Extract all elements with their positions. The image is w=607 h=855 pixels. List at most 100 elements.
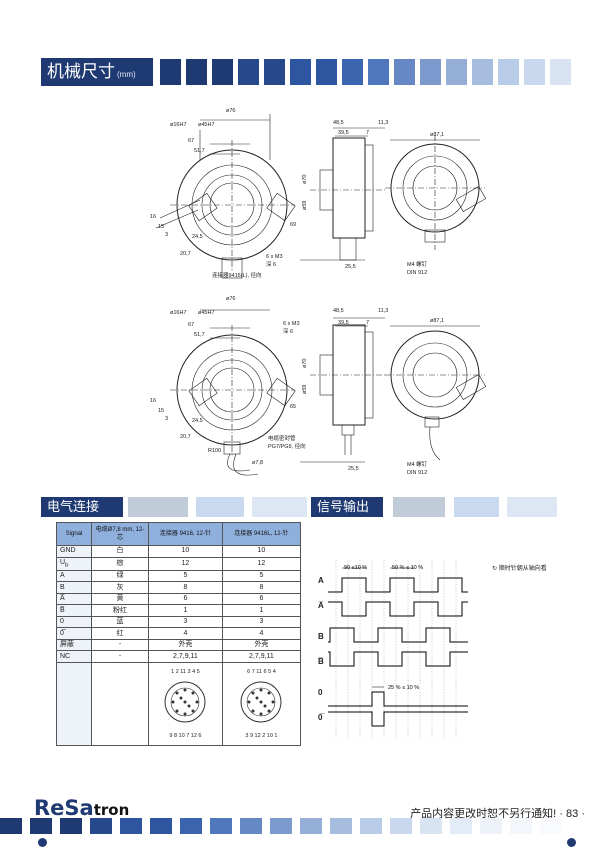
header-square [342, 59, 363, 85]
r100-label: R100 [208, 448, 221, 454]
table-cell: 6 [221, 592, 302, 606]
dim2-67: 67 [188, 322, 194, 328]
header-square [420, 59, 441, 85]
table-cell: 6 [148, 592, 223, 606]
section-bar [252, 497, 307, 517]
table-cell: 8 [221, 581, 302, 594]
depth2-label: 深 6 [283, 327, 293, 335]
table-cell: 黄 [91, 592, 149, 606]
mechanical-drawing-1: ø76 ø16H7 ø45H7 67 51,7 16 15 3 24,5 20,… [150, 108, 487, 279]
table-cell: - [91, 650, 149, 663]
dim-871: ø87,1 [430, 132, 444, 138]
header-square [446, 59, 467, 85]
dim2-70: ø70 [302, 359, 308, 368]
connector-9416L-pinout: 6 7 11 6 5 4 3 9 12 2 10 1 [221, 661, 302, 746]
section-bar [393, 497, 445, 517]
table-cell: 蓝 [91, 615, 149, 629]
dim2-485: 48,5 [333, 308, 344, 314]
footer-square [240, 818, 262, 834]
table-cell: 1 [221, 604, 302, 617]
dim-3: 3 [165, 232, 168, 238]
din-label: DIN 912 [407, 270, 427, 276]
table-cell: 灰 [91, 581, 149, 594]
table-header-row: Signal 电缆Ø7,8 mm, 12-芯 连接器 9416, 12-针 连接… [56, 522, 302, 546]
section-title-signal: 信号输出 [311, 497, 383, 517]
section-bar [507, 497, 557, 517]
dim2-dia16: ø16H7 [170, 310, 187, 316]
title-text: 机械尺寸 [47, 62, 115, 81]
conn2-top-pins: 6 7 11 6 5 4 [247, 668, 276, 675]
dim-7: 7 [366, 130, 369, 136]
mechanical-drawing-2: ø76 ø16H7 ø45H7 67 51,7 16 15 3 24,5 20,… [150, 296, 487, 476]
resatron-logo: ReSatron [34, 796, 129, 820]
footer-square [540, 818, 562, 834]
table-cell: 10 [221, 545, 302, 558]
dim-59: ø59 [302, 201, 308, 210]
table-row-connectors: 1 2 11 3 4 5 9 8 10 7 12 6 6 7 11 6 5 4 [56, 661, 302, 746]
section-bar [128, 497, 188, 517]
electrical-connection-table: Signal 电缆Ø7,8 mm, 12-芯 连接器 9416, 12-针 连接… [56, 522, 302, 746]
dim2-255: 25,5 [348, 466, 359, 472]
footer-square [360, 818, 382, 834]
signal-label: 0̅ [318, 713, 323, 722]
title-unit: (mm) [117, 70, 136, 79]
table-cell: 12 [221, 556, 302, 571]
dim2-395: 39,5 [338, 320, 349, 326]
connector-icon [240, 681, 282, 723]
connector-icon [164, 681, 206, 723]
dim-70: ø70 [302, 175, 308, 184]
subscript: b [65, 561, 69, 568]
dim2-871: ø87,1 [430, 318, 444, 324]
section-bar [454, 497, 499, 517]
footer-square [90, 818, 112, 834]
table-cell: 3 [148, 615, 223, 629]
page-number: · 83 · [559, 808, 585, 820]
footer-square [60, 818, 82, 834]
depth-label: 深 6 [266, 260, 276, 268]
dim2-113: 11,3 [378, 308, 388, 314]
table-cell: 0 [56, 615, 92, 629]
dim-69: 69 [290, 222, 296, 228]
conn1-top-pins: 1 2 11 3 4 5 [171, 668, 200, 675]
footer-dot-left [38, 838, 47, 847]
footer-square [300, 818, 322, 834]
header-square [316, 59, 337, 85]
dim2-dia76: ø76 [226, 296, 235, 302]
table-cell: B̅ [56, 604, 92, 617]
footer-square [330, 818, 352, 834]
footer-square [0, 818, 22, 834]
footer-square [210, 818, 232, 834]
rotation-legend-text: 顺时针朝从轴向看 [498, 566, 547, 572]
connector-label: 连接器9416(L), 径向 [212, 271, 262, 279]
phase-annotation-2: 50 % ≤ 10 % [392, 565, 423, 571]
dim2-15: 15 [158, 408, 164, 414]
dim2-16: 16 [150, 398, 156, 404]
header-square [368, 59, 389, 85]
footer-square [420, 818, 442, 834]
dim-dia76: ø76 [226, 108, 235, 114]
footer-square [390, 818, 412, 834]
dim2-7: 7 [366, 320, 369, 326]
dim-245: 24,5 [192, 234, 203, 240]
table-cell: A̅ [56, 592, 92, 606]
col-header: Signal [56, 522, 92, 546]
screw-label: 6 x M3 [266, 254, 283, 260]
header-square [498, 59, 519, 85]
header-square [186, 59, 207, 85]
header-square [264, 59, 285, 85]
table-cell: - [91, 638, 149, 652]
cable-label: 电缆密封管 [268, 434, 296, 442]
footer-square [510, 818, 532, 834]
table-cell: 白 [91, 545, 149, 558]
dim-67: 67 [188, 138, 194, 144]
header-square [394, 59, 415, 85]
table-cell: 8 [148, 581, 223, 594]
table-cell: 外壳 [221, 638, 302, 652]
footer-square [270, 818, 292, 834]
rotation-icon: ↻ [492, 566, 499, 572]
dim-78: ø7,8 [252, 460, 263, 466]
table-cell: 外壳 [148, 638, 223, 652]
